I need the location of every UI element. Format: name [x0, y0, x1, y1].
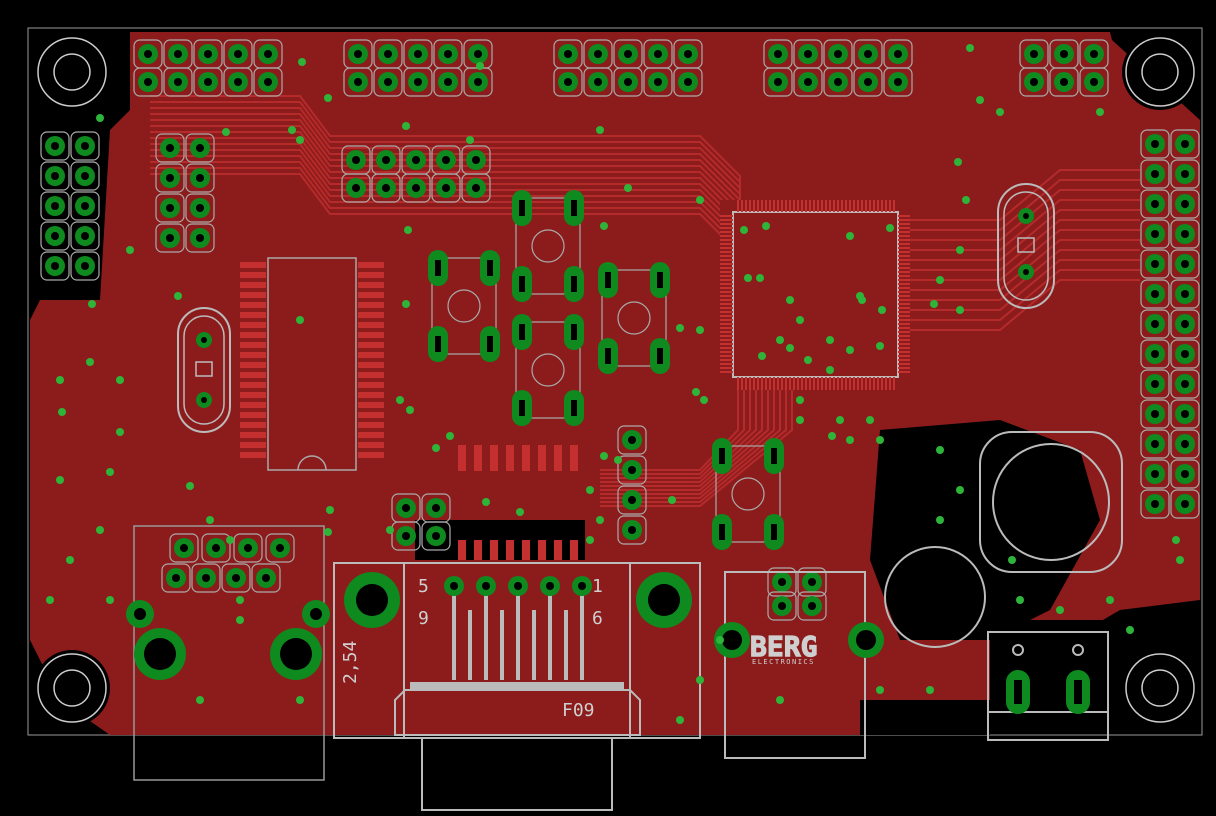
pin-header-4 [763, 39, 913, 97]
crystal-left [177, 307, 231, 433]
crystal-right [997, 183, 1055, 309]
tactile-switch-1 [428, 250, 500, 362]
pin-header-11 [617, 425, 647, 545]
connector-label: F09 [562, 700, 595, 721]
capacitor-large [979, 431, 1123, 573]
pitch-label: 2,54 [340, 641, 361, 684]
tactile-switch-3 [512, 314, 584, 426]
pin-header-8 [341, 145, 491, 203]
smd-pads [240, 262, 578, 560]
dsub-pin1-label: 1 [592, 576, 603, 597]
pin-header-13 [169, 533, 295, 563]
tactile-switch-4 [598, 262, 670, 374]
power-connector [987, 631, 1109, 741]
pin-headers [40, 39, 1200, 621]
pin-header-7 [155, 133, 215, 253]
tactile-switches [428, 190, 784, 550]
microcontroller-qfp [720, 200, 910, 390]
dsub-pin9-label: 9 [418, 608, 429, 629]
pin-header-3 [553, 39, 703, 97]
berg-connector: BERG ELECTRONICS [714, 571, 884, 759]
pin-header-10 [391, 493, 451, 551]
mounting-holes [34, 34, 1198, 726]
vias [46, 44, 1184, 724]
mounting-hole-top-right [1122, 34, 1198, 110]
ic-left-dip [267, 257, 357, 471]
brand-label: BERG [750, 630, 817, 663]
pin-header-1 [133, 39, 283, 97]
dsub-pin6-label: 6 [592, 608, 603, 629]
mounting-hole-top-left [34, 34, 110, 110]
pin-header-5 [1019, 39, 1109, 97]
tactile-switch-2 [512, 190, 584, 302]
pin-header-14 [161, 563, 281, 593]
dsub-pin5-label: 5 [418, 576, 429, 597]
pin-header-9 [1140, 129, 1200, 519]
dsub9-connector: 5 1 9 6 2,54 F09 [333, 562, 701, 811]
capacitor-medium [884, 546, 986, 648]
pin-header-6 [40, 131, 100, 281]
brand-sub-label: ELECTRONICS [752, 658, 815, 666]
mounting-hole-bottom-left [34, 650, 110, 726]
connector-left-outline [126, 525, 330, 781]
tactile-switch-5 [712, 438, 784, 550]
mounting-hole-bottom-right [1122, 650, 1198, 726]
pin-header-2 [343, 39, 493, 97]
pin-header-12 [767, 567, 827, 621]
